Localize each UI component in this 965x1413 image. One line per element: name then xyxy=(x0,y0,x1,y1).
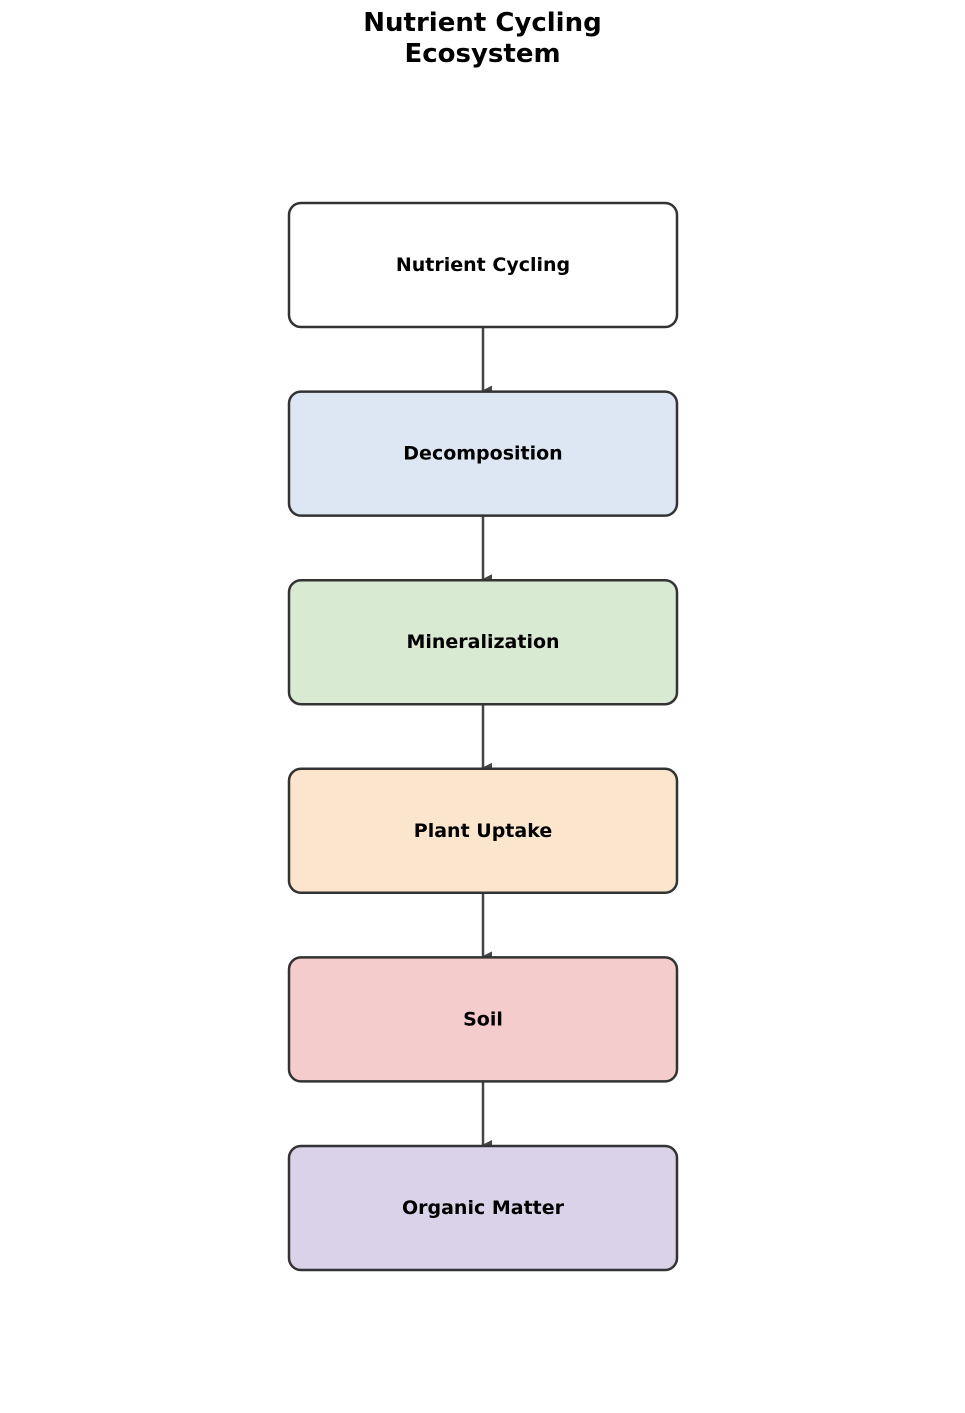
node-3: Plant Uptake xyxy=(287,767,679,895)
node-label-3: Plant Uptake xyxy=(414,820,552,842)
node-0: Nutrient Cycling xyxy=(287,201,679,329)
node-box-5 xyxy=(287,1144,679,1272)
node-label-5: Organic Matter xyxy=(402,1197,565,1219)
node-box-0 xyxy=(287,201,679,329)
node-label-2: Mineralization xyxy=(406,631,559,653)
diagram-title: Nutrient Cycling Ecosystem xyxy=(0,8,965,70)
node-box-4 xyxy=(287,956,679,1083)
nodes-layer: Nutrient CyclingDecompositionMineralizat… xyxy=(287,201,679,1272)
node-5: Organic Matter xyxy=(287,1144,679,1272)
node-label-0: Nutrient Cycling xyxy=(396,254,570,276)
diagram-title-line-1: Nutrient Cycling xyxy=(363,8,602,38)
diagram-title-line-2: Ecosystem xyxy=(404,39,561,69)
node-box-1 xyxy=(287,390,679,517)
node-1: Decomposition xyxy=(287,390,679,517)
node-label-4: Soil xyxy=(463,1008,503,1030)
node-box-2 xyxy=(287,578,679,706)
node-2: Mineralization xyxy=(287,578,679,706)
node-box-3 xyxy=(287,767,679,895)
node-label-1: Decomposition xyxy=(403,443,562,465)
node-4: Soil xyxy=(287,956,679,1083)
